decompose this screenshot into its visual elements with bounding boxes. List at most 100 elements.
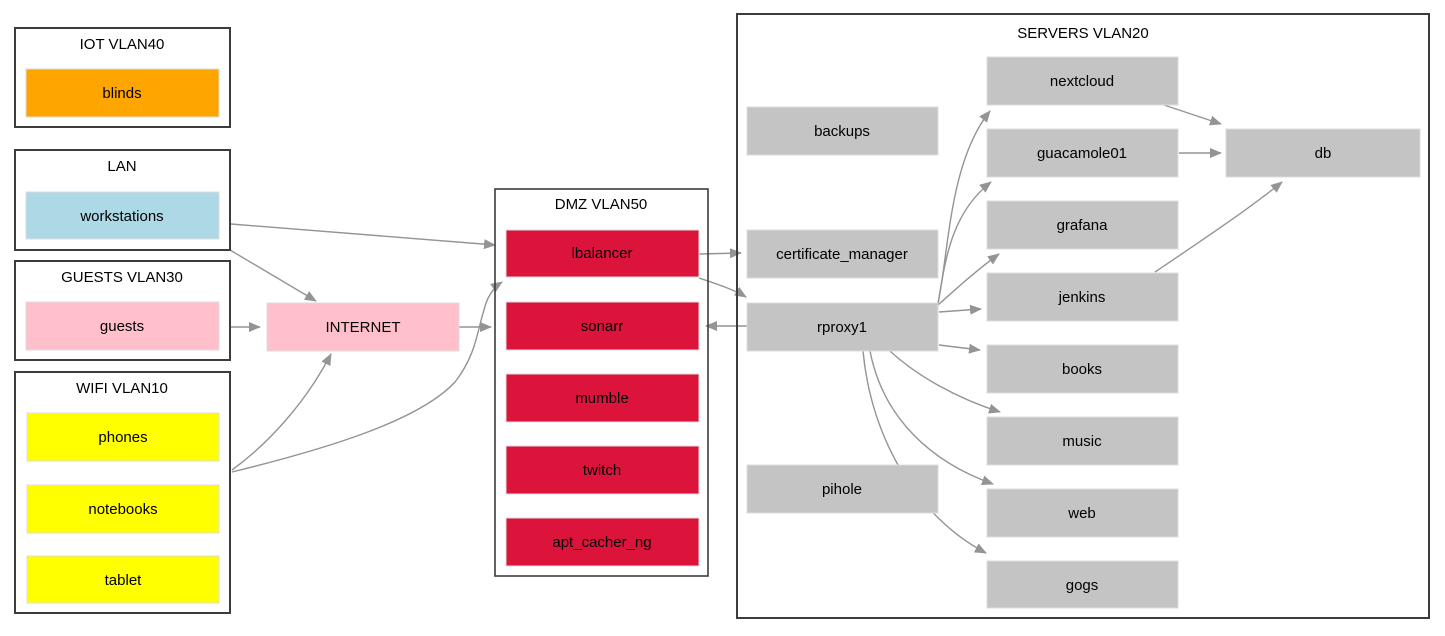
node-workstations-box xyxy=(25,191,220,240)
node-notebooks: notebooks xyxy=(26,484,220,534)
node-internet-label: INTERNET xyxy=(326,319,401,336)
edge-rproxy1-nextcloud xyxy=(937,110,991,304)
node-tablet-box xyxy=(26,555,220,604)
cluster-wifi-box xyxy=(14,371,231,614)
node-lbalancer-label: lbalancer xyxy=(572,245,633,262)
node-gogs: gogs xyxy=(986,560,1179,609)
node-pihole: pihole xyxy=(746,464,939,514)
cluster-guests-title: GUESTS VLAN30 xyxy=(61,269,183,286)
node-grafana: grafana xyxy=(986,200,1179,250)
cluster-dmz-title: DMZ VLAN50 xyxy=(555,196,648,213)
cluster-wifi: WIFI VLAN10 phones notebooks tablet xyxy=(14,371,231,614)
node-music-label: music xyxy=(1062,433,1102,450)
cluster-wifi-title: WIFI VLAN10 xyxy=(76,380,168,397)
edge-jenkins-db xyxy=(1154,181,1283,273)
cluster-servers-box xyxy=(736,13,1430,619)
node-workstations: workstations xyxy=(25,191,220,240)
node-grafana-label: grafana xyxy=(1057,217,1109,234)
node-backups-box xyxy=(746,106,939,156)
cluster-iot-box xyxy=(14,27,231,128)
node-mumble-label: mumble xyxy=(575,390,628,407)
node-books-label: books xyxy=(1062,361,1102,378)
edge-wifi-lbalancer xyxy=(231,281,503,473)
node-nextcloud-label: nextcloud xyxy=(1050,73,1114,90)
node-tablet: tablet xyxy=(26,555,220,604)
edge-rproxy1-gogs xyxy=(862,350,987,554)
edge-rproxy1-grafana xyxy=(937,253,1000,306)
node-twitch-label: twitch xyxy=(583,462,621,479)
node-web-box xyxy=(986,488,1179,538)
node-twitch: twitch xyxy=(505,445,700,495)
edge-workstations-internet xyxy=(229,249,317,302)
node-rproxy1-label: rproxy1 xyxy=(817,319,867,336)
edge-lbalancer-certificate-manager xyxy=(698,248,742,259)
node-sonarr-label: sonarr xyxy=(581,318,624,335)
node-jenkins-label: jenkins xyxy=(1058,289,1106,306)
node-pihole-label: pihole xyxy=(822,481,862,498)
node-apt-cacher-ng-label: apt_cacher_ng xyxy=(552,534,651,551)
cluster-lan: LAN workstations xyxy=(14,149,231,251)
cluster-dmz-box xyxy=(494,188,709,577)
node-certificate-manager-box xyxy=(746,229,939,279)
node-phones-box xyxy=(26,412,220,462)
node-internet-box xyxy=(266,302,460,352)
edge-rproxy1-music xyxy=(889,350,1001,414)
node-db-box xyxy=(1225,128,1421,178)
node-grafana-box xyxy=(986,200,1179,250)
cluster-servers-title: SERVERS VLAN20 xyxy=(1017,25,1148,42)
node-blinds-label: blinds xyxy=(102,85,141,102)
node-tablet-label: tablet xyxy=(105,572,143,589)
node-notebooks-label: notebooks xyxy=(88,501,157,518)
node-jenkins-box xyxy=(986,272,1179,322)
node-twitch-box xyxy=(505,445,700,495)
node-certificate-manager: certificate_manager xyxy=(746,229,939,279)
node-phones: phones xyxy=(26,412,220,462)
node-guacamole01-label: guacamole01 xyxy=(1037,145,1127,162)
cluster-guests-box xyxy=(14,260,231,361)
edge-nextcloud-db xyxy=(1163,104,1222,126)
node-lbalancer: lbalancer xyxy=(505,229,700,278)
node-web: web xyxy=(986,488,1179,538)
node-web-label: web xyxy=(1067,505,1096,522)
node-music: music xyxy=(986,416,1179,466)
node-gogs-label: gogs xyxy=(1066,577,1099,594)
cluster-lan-box xyxy=(14,149,231,251)
node-sonarr-box xyxy=(505,301,700,351)
node-rproxy1-box xyxy=(746,302,939,352)
node-notebooks-box xyxy=(26,484,220,534)
cluster-lan-title: LAN xyxy=(107,158,136,175)
node-apt-cacher-ng-box xyxy=(505,517,700,567)
node-internet: INTERNET xyxy=(266,302,460,352)
node-mumble: mumble xyxy=(505,373,700,423)
node-db-label: db xyxy=(1315,145,1332,162)
edge-lbalancer-rproxy1 xyxy=(698,277,747,298)
node-workstations-label: workstations xyxy=(79,208,163,225)
cluster-iot-title: IOT VLAN40 xyxy=(80,36,165,53)
node-gogs-box xyxy=(986,560,1179,609)
node-nextcloud: nextcloud xyxy=(986,56,1179,106)
edge-rproxy1-jenkins xyxy=(938,304,982,315)
node-backups: backups xyxy=(746,106,939,156)
node-blinds-box xyxy=(25,68,220,118)
cluster-dmz: DMZ VLAN50 lbalancer sonarr mumble twitc… xyxy=(494,188,709,577)
cluster-iot: IOT VLAN40 blinds xyxy=(14,27,231,128)
node-nextcloud-box xyxy=(986,56,1179,106)
node-apt-cacher-ng: apt_cacher_ng xyxy=(505,517,700,567)
node-lbalancer-box xyxy=(505,229,700,278)
node-certificate-manager-label: certificate_manager xyxy=(776,246,908,263)
node-guacamole01: guacamole01 xyxy=(986,128,1179,178)
cluster-servers: SERVERS VLAN20 backups certificate_manag… xyxy=(736,13,1430,619)
node-guests-label: guests xyxy=(100,318,144,335)
edge-rproxy1-web xyxy=(869,350,994,486)
node-jenkins: jenkins xyxy=(986,272,1179,322)
edge-workstations-lbalancer xyxy=(230,223,496,250)
node-mumble-box xyxy=(505,373,700,423)
node-guests-box xyxy=(25,301,220,351)
node-pihole-box xyxy=(746,464,939,514)
node-db: db xyxy=(1225,128,1421,178)
node-blinds: blinds xyxy=(25,68,220,118)
node-music-box xyxy=(986,416,1179,466)
node-guests: guests xyxy=(25,301,220,351)
